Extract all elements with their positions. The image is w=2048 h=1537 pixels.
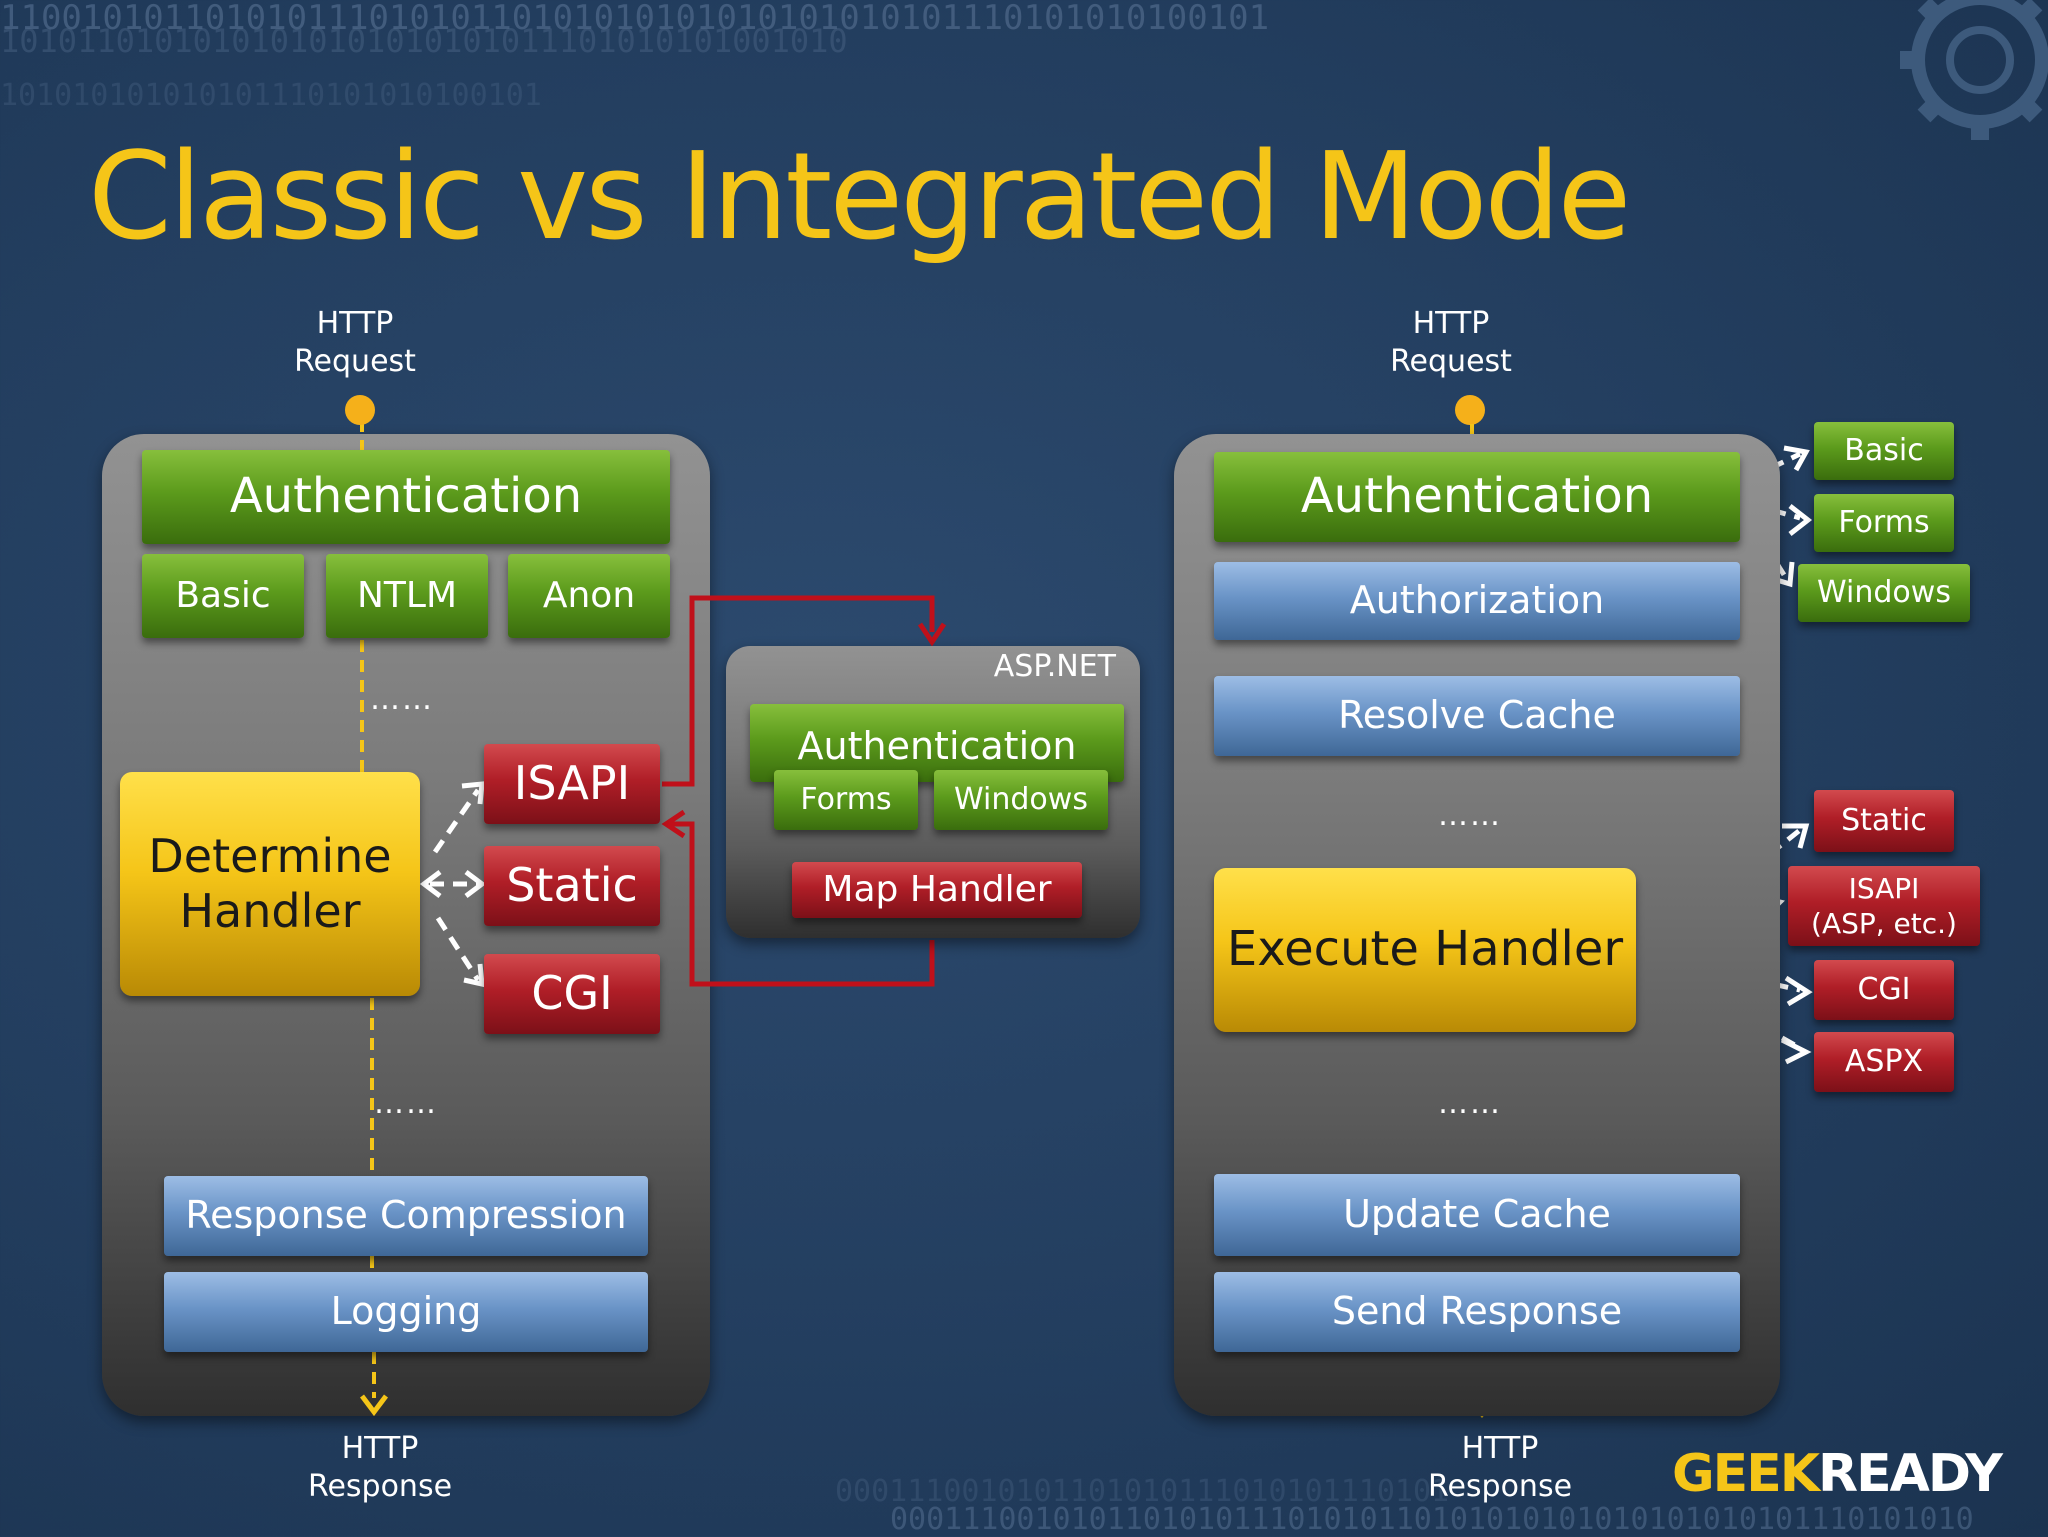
background-binary-text: 1010110101010101010101010101110101010100… <box>0 22 848 60</box>
classic-http-response-label: HTTP Response <box>307 1431 453 1504</box>
background-binary-text: 0001110010101101010111010101101010101010… <box>890 1502 1974 1537</box>
gear-icon <box>1900 0 2048 140</box>
map-handler-box: Map Handler <box>792 862 1082 918</box>
integrated-handler-isapi: ISAPI (ASP, etc.) <box>1788 866 1980 946</box>
logo-part-geek: GEEK <box>1672 1444 1820 1504</box>
background-binary-text: 1100101011010101110101011010101010101010… <box>0 0 1270 38</box>
aspnet-auth-windows: Windows <box>934 770 1108 830</box>
execute-handler-box: Execute Handler <box>1214 868 1636 1032</box>
classic-dots-2: …… <box>374 1086 438 1121</box>
logging-box: Logging <box>164 1272 648 1352</box>
integrated-authentication-box: Authentication <box>1214 452 1740 542</box>
classic-handler-isapi: ISAPI <box>484 744 660 824</box>
classic-handler-static: Static <box>484 846 660 926</box>
integrated-handler-cgi: CGI <box>1814 960 1954 1020</box>
integrated-dots-2: …… <box>1438 1086 1502 1121</box>
integrated-http-request-label: HTTP Request <box>1390 306 1512 379</box>
integrated-auth-basic: Basic <box>1814 422 1954 480</box>
logo-part-ready: READY <box>1818 1444 2003 1504</box>
authorization-box: Authorization <box>1214 562 1740 640</box>
background-binary-text: 0001110010101101010111010101110101 <box>835 1474 1450 1509</box>
classic-authentication-box: Authentication <box>142 450 670 544</box>
classic-auth-basic: Basic <box>142 554 304 638</box>
classic-handler-cgi: CGI <box>484 954 660 1034</box>
classic-auth-ntlm: NTLM <box>326 554 488 638</box>
determine-handler-box: Determine Handler <box>120 772 420 996</box>
integrated-handler-static: Static <box>1814 790 1954 852</box>
geekready-logo: GEEKREADY <box>1672 1444 2003 1504</box>
classic-auth-anon: Anon <box>508 554 670 638</box>
integrated-dots-1: …… <box>1438 798 1502 833</box>
response-compression-box: Response Compression <box>164 1176 648 1256</box>
slide-title: Classic vs Integrated Mode <box>88 128 1631 267</box>
background-binary-text: 101010101010101110101010100101 <box>0 78 542 113</box>
send-response-box: Send Response <box>1214 1272 1740 1352</box>
integrated-http-response-label: HTTP Response <box>1427 1431 1573 1504</box>
aspnet-authentication-box: Authentication <box>750 704 1124 782</box>
aspnet-label: ASP.NET <box>993 649 1116 684</box>
resolve-cache-box: Resolve Cache <box>1214 676 1740 756</box>
integrated-auth-forms: Forms <box>1814 494 1954 552</box>
integrated-handler-aspx: ASPX <box>1814 1032 1954 1092</box>
aspnet-auth-forms: Forms <box>774 770 918 830</box>
update-cache-box: Update Cache <box>1214 1174 1740 1256</box>
integrated-auth-windows: Windows <box>1798 564 1970 622</box>
classic-dots-1: …… <box>370 682 434 717</box>
classic-http-request-label: HTTP Request <box>294 306 416 379</box>
